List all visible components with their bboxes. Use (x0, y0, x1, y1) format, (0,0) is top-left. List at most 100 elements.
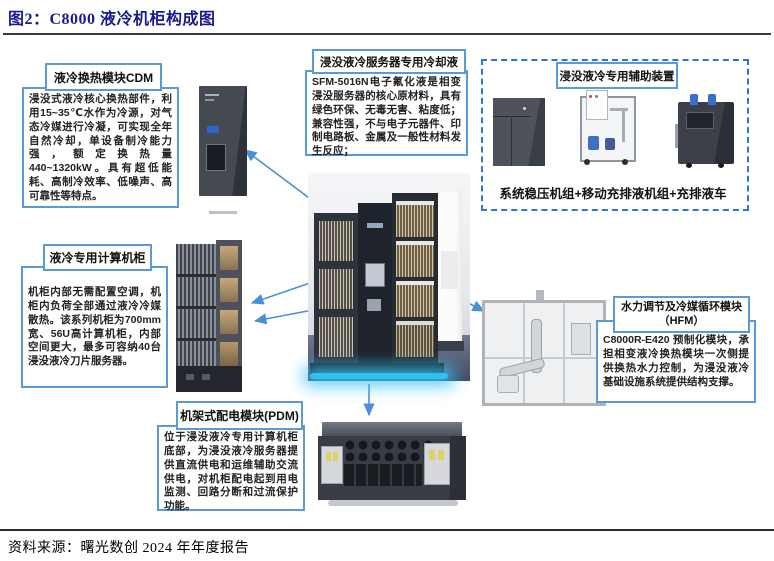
pdm-title-box: 机架式配电模块(PDM) (176, 401, 303, 430)
cart-wheel-left (686, 163, 692, 168)
compute-cabinet-vent-2 (202, 374, 210, 380)
pdm-shadow (328, 500, 458, 506)
skid-indicator-red (589, 95, 592, 98)
skid-frame (580, 96, 636, 162)
auxiliary-caption: 系统稳压机组+移动充排液机组+充排液车 (499, 187, 727, 201)
pdm-connector-right-pin-2 (438, 450, 444, 460)
pdm-connector-left (321, 446, 343, 484)
cart-blue-cap-2 (708, 94, 716, 105)
compute-title-box: 液冷专用计算机柜 (43, 244, 152, 271)
pdm-connector-right (424, 443, 450, 485)
photo-column-base (435, 341, 464, 351)
hfm-pump-block (497, 375, 519, 393)
compute-cabinet-vent-1 (186, 374, 194, 380)
cdm-unit-label-line (205, 94, 219, 96)
photo-blue-glow (310, 373, 448, 379)
photo-right-tower-window-3 (396, 281, 434, 317)
skid-pipe-vertical (622, 108, 625, 142)
pdm-title: 机架式配电模块(PDM) (180, 409, 299, 423)
cdm-title-box: 液冷换热模块CDM (45, 63, 162, 91)
photo-center-tower (358, 203, 392, 365)
filling-cart-image (675, 94, 734, 168)
pdm-breaker-row (344, 464, 422, 486)
compute-cabinet-window-2 (220, 278, 238, 302)
hfm-frame (482, 300, 606, 406)
cart-screen-panel (686, 112, 714, 129)
compute-cabinet-window-1 (220, 246, 238, 270)
coolant-title-box: 浸没液冷服务器专用冷却液 (312, 49, 466, 74)
hfm-tank (571, 323, 591, 355)
pdm-description: 位于浸没液冷专用计算机柜底部，为浸没液冷服务器提供直流供电和运维辅助交流供电，对… (164, 431, 298, 513)
photo-right-tower (392, 193, 438, 365)
pdm-front-face (318, 436, 466, 500)
cart-wheel-right (718, 163, 724, 168)
hfm-chimney (536, 290, 544, 302)
hfm-title-line1: 水力调节及冷媒循环模块 (621, 300, 742, 313)
pdm-vent-holes (344, 439, 434, 461)
pressure-unit-door-seam (511, 118, 512, 166)
hfm-pipe-vertical (531, 319, 542, 373)
cdm-unit-label-line2 (205, 99, 214, 101)
compute-cabinet-shelf-2 (176, 306, 216, 309)
pressure-unit-image (493, 98, 545, 166)
cdm-unit-screen (206, 144, 226, 171)
hfm-body-box: C8000R-E420 预制化模块，承担相变液冷换热模块一次侧提供换热水力控制，… (596, 320, 756, 403)
hfm-frame-post-1 (523, 303, 525, 403)
compute-cabinet-window-4 (220, 342, 238, 366)
compute-cabinet-image (176, 240, 242, 392)
cart-blue-cap-1 (690, 94, 698, 105)
pressure-unit-handle (523, 107, 526, 110)
cdm-description: 浸没式液冷核心换热部件，利用15~35℃水作为冷源，对气态冷媒进行冷凝，可实现全… (29, 93, 172, 203)
cdm-body-box: 浸没式液冷核心换热部件，利用15~35℃水作为冷源，对气态冷媒进行冷凝，可实现全… (22, 87, 179, 208)
figure-title: 图2：C8000 液冷机柜构成图 (8, 11, 216, 28)
hfm-description: C8000R-E420 预制化模块，承担相变液冷换热模块一次侧提供换热水力控制，… (603, 334, 749, 388)
photo-left-tower-window-1 (319, 221, 353, 261)
pdm-unit-image (318, 422, 466, 512)
cdm-unit-caption-smudge (209, 211, 237, 214)
hfm-title-line2: （HFM） (658, 314, 705, 327)
skid-wheel-left (584, 159, 590, 165)
pdm-connector-left-pin-2 (333, 452, 338, 461)
skid-pump-1 (588, 136, 599, 150)
compute-cabinet-shelf-3 (176, 338, 216, 341)
photo-center-tower-screen (365, 263, 385, 287)
compute-cabinet-window-3 (220, 310, 238, 334)
photo-left-tower-window-2 (319, 269, 353, 309)
compute-description: 机柜内部无需配置空调，机柜内负荷全部通过液冷冷媒散热。该系列机柜为700mm宽、… (28, 286, 161, 368)
cdm-unit-blue-badge (207, 126, 219, 133)
skid-wheel-right (622, 159, 628, 165)
auxiliary-title: 浸没液冷专用辅助装置 (559, 70, 675, 83)
compute-title: 液冷专用计算机柜 (49, 251, 146, 265)
main-cabinet-photo (308, 173, 470, 381)
photo-column-placard (441, 251, 458, 289)
footer-divider (0, 529, 774, 531)
cdm-unit-body (199, 86, 247, 196)
compute-body-box: 机柜内部无需配置空调，机柜内负荷全部通过液冷冷媒散热。该系列机柜为700mm宽、… (21, 266, 168, 388)
cart-handle (675, 124, 678, 148)
pdm-top-face (322, 422, 462, 436)
skid-pipe-horizontal (610, 108, 628, 111)
pressure-unit-seam (493, 116, 532, 117)
pdm-body-box: 位于浸没液冷专用计算机柜底部，为浸没液冷服务器提供直流供电和运维辅助交流供电，对… (157, 425, 305, 512)
photo-left-tower-window-3 (319, 317, 353, 357)
pdm-connector-right-pin-1 (429, 450, 435, 460)
hfm-frame-rail (485, 357, 603, 359)
compute-cabinet-blades (176, 244, 216, 366)
photo-cabinet-plinth (310, 363, 444, 375)
coolant-title: 浸没液冷服务器专用冷却液 (320, 56, 458, 69)
photo-left-tower (314, 213, 358, 365)
skid-indicator-green (595, 95, 598, 98)
photo-right-tower-window-1 (396, 201, 434, 237)
photo-center-tower-label (367, 223, 383, 228)
hfm-title-box: 水力调节及冷媒循环模块 （HFM） (613, 296, 750, 333)
mobile-filling-unit-image (578, 90, 636, 166)
header-divider (3, 33, 771, 35)
hfm-frame-post-2 (563, 303, 565, 403)
coolant-description: SFM-5016N电子氟化液是相变浸没服务器的核心原材料，具有绿色环保、无毒无害… (312, 76, 461, 158)
compute-cabinet-shelf-1 (176, 274, 216, 277)
hfm-unit-image (482, 290, 606, 406)
skid-pump-2 (605, 138, 615, 150)
auxiliary-title-box: 浸没液冷专用辅助装置 (556, 62, 678, 89)
photo-right-tower-window-2 (396, 241, 434, 277)
